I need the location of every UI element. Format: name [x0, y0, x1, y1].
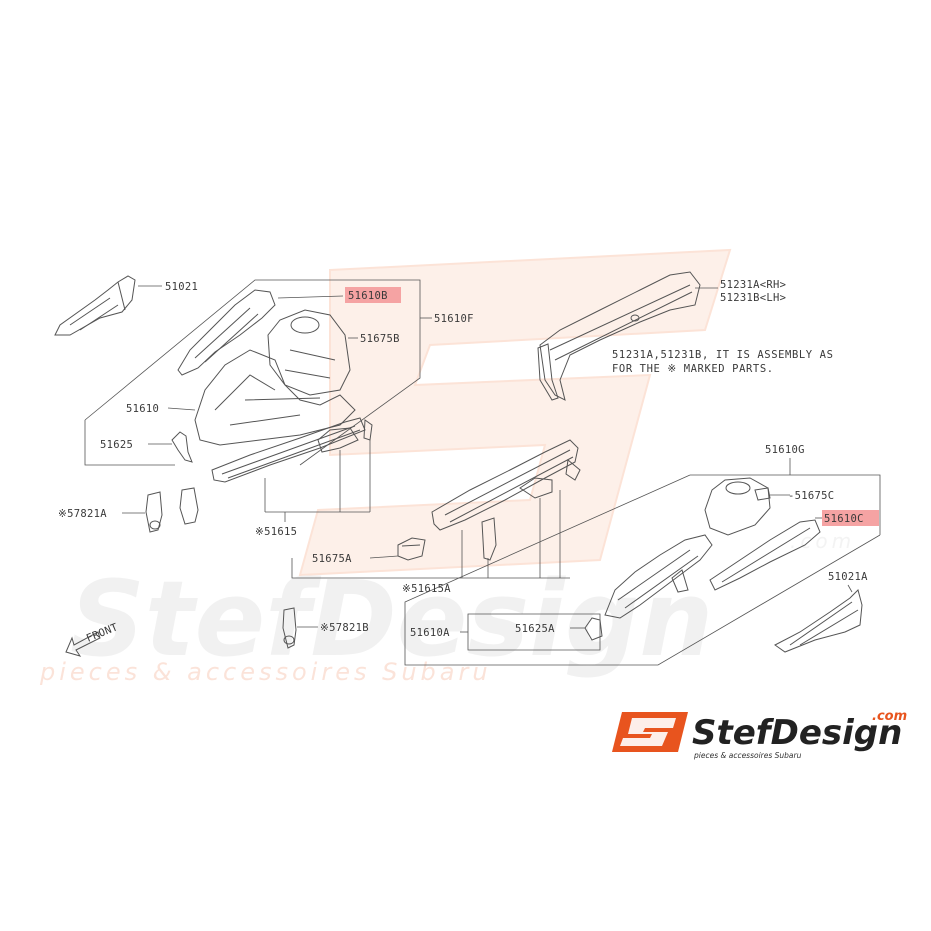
- assembly-note-line1: 51231A,51231B, IT IS ASSEMBLY AS: [612, 349, 834, 361]
- label-57821B: ※57821B: [320, 622, 369, 634]
- leader-51610: [167, 407, 196, 411]
- box-51625A: [467, 613, 601, 651]
- label-51610F: 51610F: [434, 313, 474, 325]
- label-51610C: 51610C: [824, 513, 864, 525]
- logo-sub-text: pieces & accessoires Subaru: [693, 751, 802, 760]
- leader-51021A: [847, 584, 853, 593]
- part-51625A[interactable]: [584, 617, 603, 641]
- label-51021A: 51021A: [828, 571, 868, 583]
- part-51610[interactable]: [194, 349, 356, 446]
- label-51675A: 51675A: [312, 553, 352, 565]
- label-51610B: 51610B: [348, 290, 388, 302]
- logo-main-text: StefDesign: [692, 713, 902, 753]
- highlight-51610C: [822, 510, 879, 526]
- label-51675B: 51675B: [360, 333, 400, 345]
- label-51231B: 51231B<LH>: [720, 292, 786, 304]
- part-51615[interactable]: [211, 417, 373, 483]
- part-51675C[interactable]: [704, 477, 771, 536]
- watermark-sub-text: pieces & accessoires Subaru: [39, 658, 492, 686]
- part-51231[interactable]: [537, 271, 701, 401]
- brand-logo[interactable]: StefDesign .com pieces & accessoires Sub…: [612, 709, 907, 760]
- group-box-51610F: [84, 279, 432, 466]
- label-51675C: -51675C: [788, 490, 834, 502]
- label-51615: ※51615: [255, 526, 297, 538]
- front-arrow-icon: [65, 631, 101, 657]
- part-57821A[interactable]: [145, 487, 199, 533]
- label-51625: 51625: [100, 439, 133, 451]
- label-51625A: 51625A: [515, 623, 555, 635]
- label-51615A: ※51615A: [402, 583, 451, 595]
- part-bracket-center[interactable]: [481, 517, 497, 561]
- watermark-sd-emblem: [298, 248, 732, 577]
- part-51610A[interactable]: [604, 534, 713, 619]
- logo-badge-mark: [620, 718, 676, 746]
- part-51021A[interactable]: [774, 589, 863, 653]
- assembly-note-line2: FOR THE ※ MARKED PARTS.: [612, 363, 774, 375]
- label-51231A: 51231A<RH>: [720, 279, 786, 291]
- label-51610G: 51610G: [765, 444, 805, 456]
- part-51675B[interactable]: [267, 309, 351, 396]
- group-box-51610G: [404, 458, 881, 666]
- part-51610C[interactable]: [709, 519, 821, 591]
- part-51610B[interactable]: [177, 289, 276, 376]
- part-51625[interactable]: [171, 431, 193, 463]
- logo-com-text: .com: [872, 709, 907, 724]
- label-51610A: 51610A: [410, 627, 450, 639]
- part-57821B[interactable]: [282, 607, 297, 649]
- part-51615A[interactable]: [431, 439, 581, 531]
- leader-51675A: [369, 555, 399, 559]
- label-51021: 51021: [165, 281, 198, 293]
- label-57821A: ※57821A: [58, 508, 107, 520]
- label-51610: 51610: [126, 403, 159, 415]
- leader-51610B: [277, 295, 344, 299]
- watermark-com-text: .com: [790, 529, 855, 553]
- highlight-51610B: [345, 287, 401, 303]
- part-51021[interactable]: [54, 275, 136, 336]
- leader-51675A-outer: [291, 558, 400, 579]
